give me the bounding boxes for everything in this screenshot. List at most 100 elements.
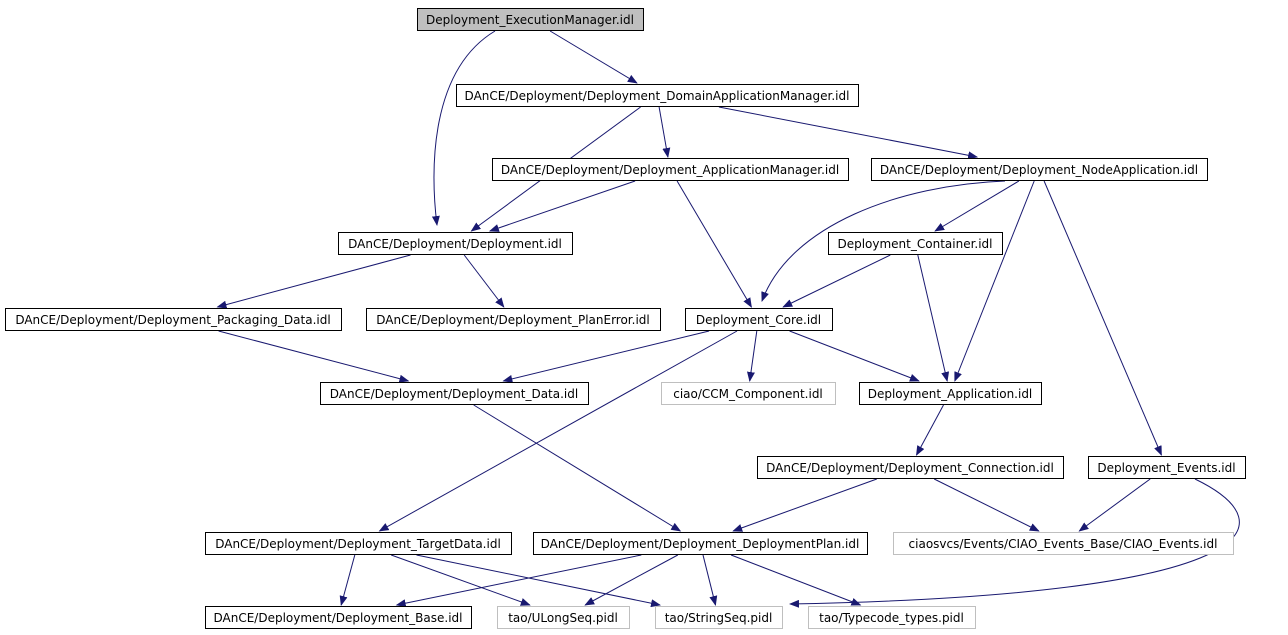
edge-appmgr-to-core — [676, 180, 752, 308]
edge-line — [933, 478, 1040, 532]
node-label: tao/StringSeq.pidl — [665, 611, 773, 625]
node-application[interactable]: Deployment_Application.idl — [859, 382, 1042, 405]
edge-line — [395, 554, 642, 608]
edge-core-to-data — [502, 330, 710, 383]
node-deployment[interactable]: DAnCE/Deployment/Deployment.idl — [338, 232, 573, 255]
edge-line — [789, 478, 1240, 608]
node-typecode: tao/Typecode_types.pidl — [808, 606, 976, 629]
node-box — [655, 606, 783, 629]
node-label: DAnCE/Deployment/Deployment.idl — [348, 237, 562, 251]
edge-line — [431, 30, 496, 226]
node-box — [497, 606, 630, 629]
edge-execmgr-to-domainapp — [549, 30, 638, 84]
node-box — [205, 606, 472, 629]
edge-data-to-plan — [473, 404, 682, 532]
node-base[interactable]: DAnCE/Deployment/Deployment_Base.idl — [205, 606, 472, 629]
edge-line — [782, 254, 891, 308]
node-label: DAnCE/Deployment/Deployment_ApplicationM… — [501, 163, 839, 177]
node-label: DAnCE/Deployment/Deployment_Data.idl — [330, 387, 578, 401]
node-container[interactable]: Deployment_Container.idl — [828, 232, 1003, 255]
edge-plan-to-ulongseq — [584, 554, 679, 606]
edge-line — [391, 554, 531, 606]
node-box — [366, 308, 661, 331]
node-stringseq: tao/StringSeq.pidl — [655, 606, 783, 629]
node-label: DAnCE/Deployment/Deployment_TargetData.i… — [215, 537, 501, 551]
edge-line — [761, 180, 1006, 302]
edge-core-to-application — [789, 330, 920, 382]
node-label: DAnCE/Deployment/Deployment_NodeApplicat… — [880, 163, 1198, 177]
node-ulongseq: tao/ULongSeq.pidl — [497, 606, 630, 629]
node-box — [757, 456, 1064, 479]
node-label: DAnCE/Deployment/Deployment_DomainApplic… — [465, 89, 850, 103]
edge-line — [934, 180, 1020, 232]
node-plan[interactable]: DAnCE/Deployment/Deployment_DeploymentPl… — [533, 532, 868, 555]
edge-line — [732, 478, 877, 532]
node-label: Deployment_Events.idl — [1097, 461, 1235, 475]
edge-appmgr-to-deployment — [488, 180, 636, 232]
node-appmgr[interactable]: DAnCE/Deployment/Deployment_ApplicationM… — [492, 158, 849, 181]
node-execmgr[interactable]: Deployment_ExecutionManager.idl — [417, 8, 644, 31]
node-box — [871, 158, 1208, 181]
edge-plan-to-stringseq — [702, 554, 718, 606]
node-domainapp[interactable]: DAnCE/Deployment/Deployment_DomainApplic… — [456, 84, 859, 107]
edge-events-to-ciaoevents — [1078, 478, 1151, 532]
edge-plan-to-typecode — [730, 554, 862, 606]
edge-line — [916, 404, 944, 456]
node-targetdata[interactable]: DAnCE/Deployment/Deployment_TargetData.i… — [205, 532, 512, 555]
edge-events-to-stringseq — [789, 478, 1240, 608]
node-label: Deployment_ExecutionManager.idl — [426, 13, 634, 27]
edge-line — [676, 180, 752, 308]
edge-targetdata-to-ulongseq — [391, 554, 531, 606]
edge-line — [789, 330, 920, 382]
edge-core-to-targetdata — [378, 330, 738, 532]
edge-targetdata-to-base — [339, 554, 356, 606]
edge-line — [1043, 180, 1162, 456]
edge-line — [549, 30, 638, 84]
edge-line — [730, 554, 862, 606]
node-box — [808, 606, 976, 629]
node-box — [417, 8, 644, 31]
node-label: DAnCE/Deployment/Deployment_Connection.i… — [766, 461, 1054, 475]
edge-line — [747, 330, 758, 382]
edge-domainapp-to-nodeapp — [718, 106, 979, 160]
edge-line — [718, 106, 979, 160]
node-planerror[interactable]: DAnCE/Deployment/Deployment_PlanError.id… — [366, 308, 661, 331]
node-label: Deployment_Application.idl — [868, 387, 1033, 401]
edge-line — [702, 554, 718, 606]
node-data[interactable]: DAnCE/Deployment/Deployment_Data.idl — [320, 382, 589, 405]
node-box — [5, 308, 342, 331]
node-label: Deployment_Container.idl — [837, 237, 992, 251]
edge-nodeapp-to-events — [1043, 180, 1162, 456]
edge-plan-to-base — [395, 554, 642, 608]
node-label: Deployment_Core.idl — [696, 313, 821, 327]
node-connection[interactable]: DAnCE/Deployment/Deployment_Connection.i… — [757, 456, 1064, 479]
node-box — [456, 84, 859, 107]
node-events[interactable]: Deployment_Events.idl — [1088, 456, 1246, 479]
node-nodeapp[interactable]: DAnCE/Deployment/Deployment_NodeApplicat… — [871, 158, 1208, 181]
edge-targetdata-to-stringseq — [416, 554, 661, 608]
node-label: tao/Typecode_types.pidl — [819, 611, 964, 625]
node-packaging[interactable]: DAnCE/Deployment/Deployment_Packaging_Da… — [5, 308, 342, 331]
edge-deployment-to-packaging — [216, 254, 411, 309]
node-box — [859, 382, 1042, 405]
node-box — [533, 532, 868, 555]
edge-line — [584, 554, 679, 606]
node-box — [661, 382, 836, 405]
edge-core-to-ccm — [747, 330, 758, 382]
node-label: DAnCE/Deployment/Deployment_DeploymentPl… — [541, 537, 860, 551]
edge-deployment-to-planerror — [463, 254, 505, 308]
node-label: DAnCE/Deployment/Deployment_Base.idl — [213, 611, 462, 625]
node-core[interactable]: Deployment_Core.idl — [685, 308, 833, 331]
edge-line — [416, 554, 661, 608]
edge-line — [502, 330, 710, 383]
node-ciaoevents: ciaosvcs/Events/CIAO_Events_Base/CIAO_Ev… — [893, 532, 1234, 555]
edge-nodeapp-to-application — [954, 180, 1035, 382]
nodes-layer: Deployment_ExecutionManager.idlDAnCE/Dep… — [5, 8, 1246, 629]
node-box — [828, 232, 1003, 255]
node-box — [1088, 456, 1246, 479]
node-box — [338, 232, 573, 255]
node-box — [205, 532, 512, 555]
edge-line — [463, 254, 505, 308]
edge-application-to-connection — [916, 404, 944, 456]
edge-nodeapp-to-container — [934, 180, 1020, 232]
